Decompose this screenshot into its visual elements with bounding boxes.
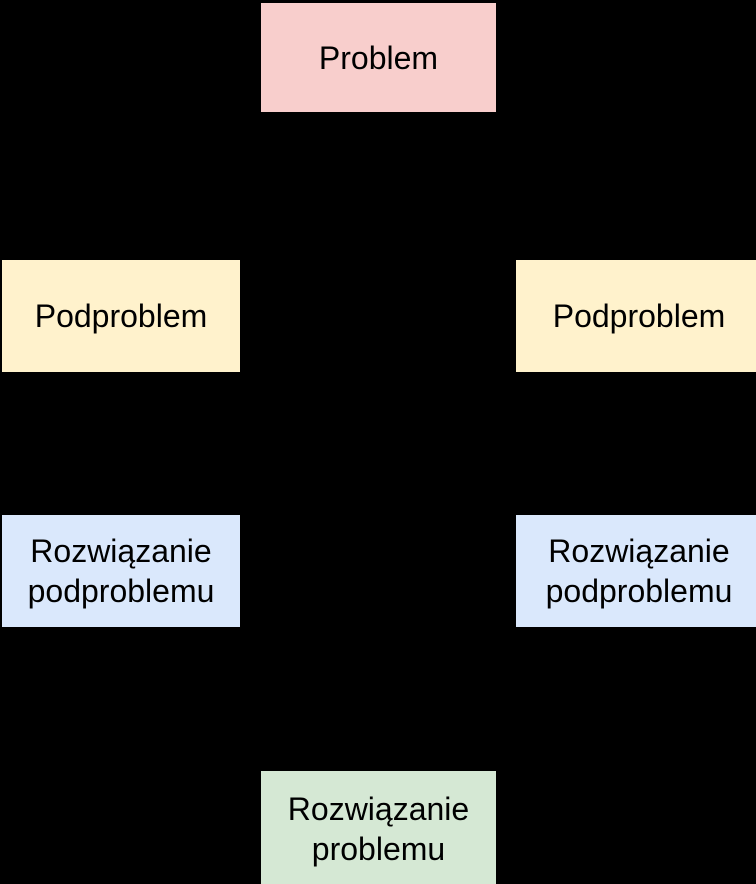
node-subproblem-right[interactable]: Podproblem: [516, 260, 756, 372]
edge-problem-to-subproblem-left: [120, 112, 379, 260]
node-subproblem-solution-right[interactable]: Rozwiązanie podproblemu: [516, 515, 756, 627]
node-problem[interactable]: Problem: [261, 3, 496, 112]
node-subproblem-left[interactable]: Podproblem: [2, 260, 240, 372]
edge-problem-to-subproblem-right: [377, 112, 640, 260]
edge-subsolution-right-to-solution: [377, 627, 640, 771]
edge-subsolution-left-to-solution: [120, 627, 379, 771]
node-subproblem-solution-left[interactable]: Rozwiązanie podproblemu: [2, 515, 240, 627]
node-problem-solution[interactable]: Rozwiązanie problemu: [261, 771, 496, 884]
